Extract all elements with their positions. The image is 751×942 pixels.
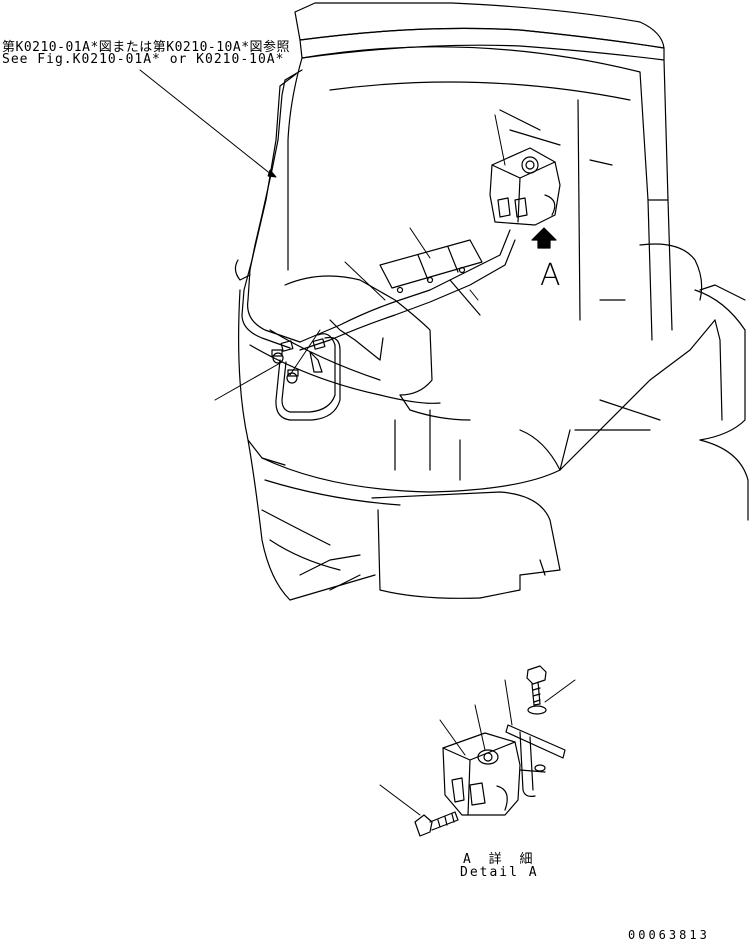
detail-label-english: Detail A — [460, 865, 539, 880]
washer-tank — [490, 148, 560, 225]
washer-hose — [235, 70, 515, 420]
leader-lines — [140, 70, 505, 400]
view-marker-a: A — [540, 258, 561, 293]
reference-note-japanese: 第K0210-01A*図または第K0210-10A*図参照 — [2, 40, 291, 55]
cab-body — [239, 3, 748, 600]
view-arrow-a — [532, 228, 556, 248]
detail-label-japanese: A 詳 細 — [463, 852, 538, 867]
drawing-number: 00063813 — [628, 928, 710, 942]
detail-a-drawing — [380, 666, 575, 836]
reference-note-english: See Fig.K0210-01A* or K0210-10A* — [2, 52, 285, 67]
